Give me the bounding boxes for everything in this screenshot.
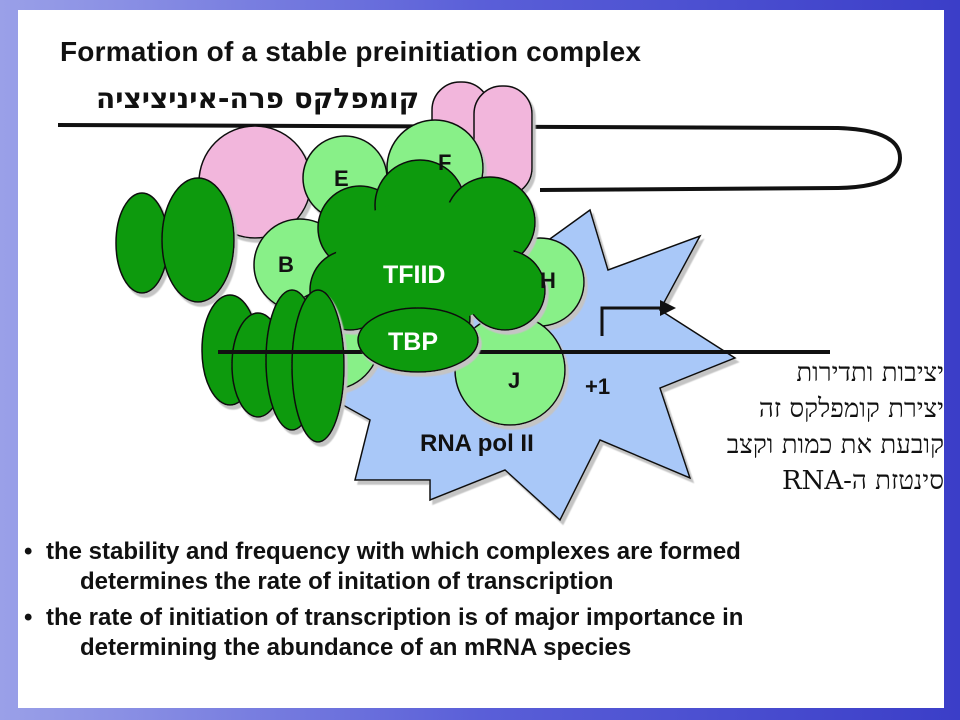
label-rna-pol-ii: RNA pol II (420, 430, 534, 457)
hebrew-note-line: סינטזת ה-RNA (782, 466, 944, 496)
label-h: H (540, 268, 556, 293)
label-f: F (438, 150, 451, 175)
hebrew-note-line: יצירת קומפלקס זה (758, 394, 944, 424)
tbp-shape (357, 307, 479, 373)
label-j: J (508, 368, 520, 393)
bullet-dot: • (24, 604, 33, 631)
green-oval-6 (291, 289, 345, 443)
bullet-line: determining the abundance of an mRNA spe… (80, 634, 632, 661)
bullet-dot: • (24, 538, 33, 565)
hebrew-note-line: יציבות ותדירות (796, 358, 944, 388)
label-tbp: TBP (388, 328, 438, 356)
green-oval-2 (161, 177, 235, 303)
hebrew-note: יציבות ותדירות יצירת קומפלקס זה קובעת את… (624, 355, 944, 499)
slide-title: Formation of a stable preinitiation comp… (60, 36, 642, 67)
green-oval-1 (115, 192, 169, 294)
transcription-start-arrow (600, 300, 676, 336)
hebrew-subtitle: קומפלקס פרה-איניציציה (96, 82, 420, 115)
bullet-item: • the rate of initiation of transcriptio… (22, 603, 912, 663)
upper-dna-strand (57, 123, 903, 192)
hebrew-note-line: קובעת את כמות וקצב (726, 430, 944, 460)
bullet-line: determines the rate of initation of tran… (80, 568, 614, 595)
bullet-item: • the stability and frequency with which… (22, 537, 912, 597)
label-tfiid: TFIID (383, 261, 446, 289)
label-plus-one: +1 (585, 374, 610, 399)
bullet-line: the stability and frequency with which c… (46, 538, 741, 565)
bullet-line: the rate of initiation of transcription … (46, 604, 744, 631)
bullet-list: • the stability and frequency with which… (22, 537, 912, 669)
label-e: E (334, 166, 349, 191)
label-b: B (278, 252, 294, 277)
